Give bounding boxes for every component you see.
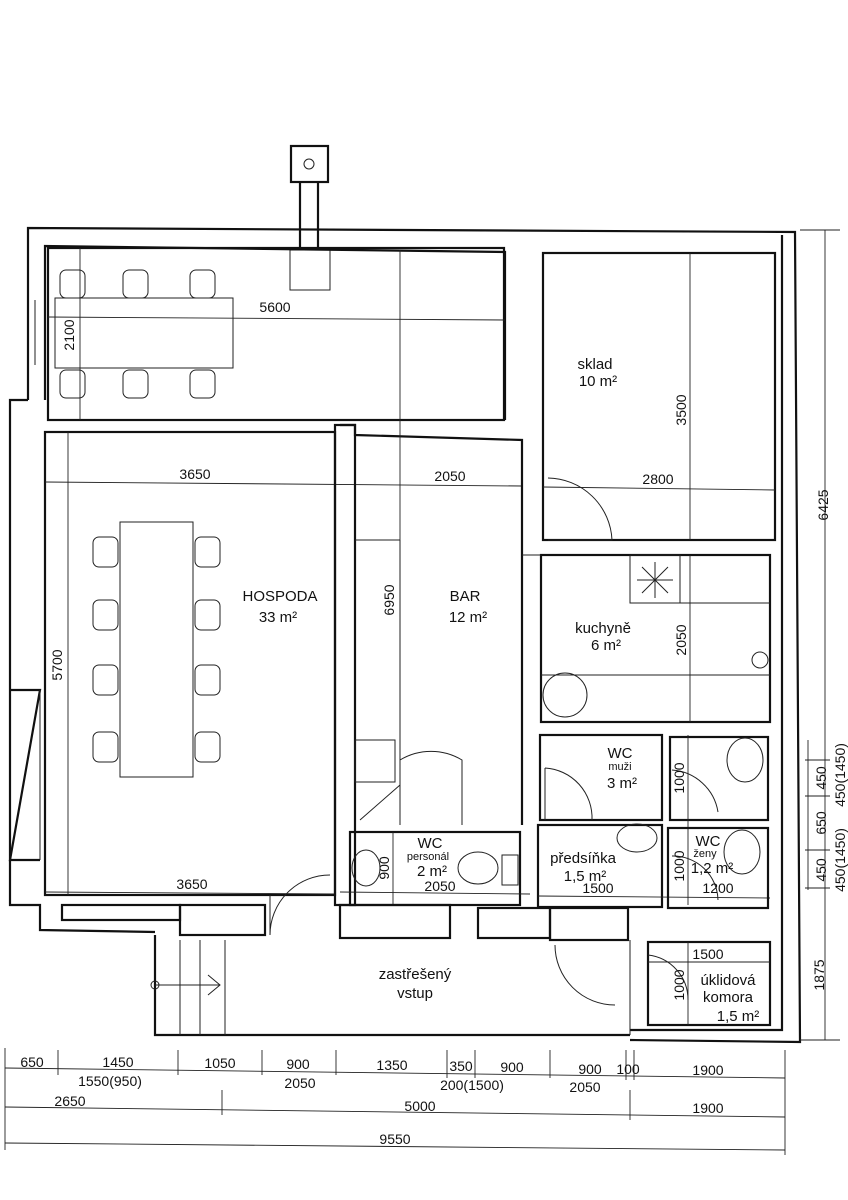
dim-b2-0: 2650 bbox=[54, 1093, 85, 1109]
room-sklad: 3500 2800 sklad 10 m² bbox=[541, 251, 777, 542]
room-bar: 6950 2050 BAR 12 m² bbox=[333, 250, 524, 907]
chimney bbox=[289, 144, 331, 291]
dim-b1b-3: 2050 bbox=[569, 1079, 600, 1095]
dim-b1b-0: 1550(950) bbox=[78, 1073, 142, 1089]
dim-wc-zeny-h: 1000 bbox=[671, 850, 687, 881]
dim-kuchyne-h: 2050 bbox=[673, 624, 689, 655]
dim-b1-4: 1350 bbox=[376, 1057, 407, 1073]
stove bbox=[629, 554, 681, 604]
dim-right-win1: 450 bbox=[813, 766, 829, 790]
hospoda-table bbox=[119, 521, 194, 778]
wc-personal-area: 2 m² bbox=[417, 863, 447, 880]
dining-table bbox=[54, 297, 234, 369]
dim-bar-h: 6950 bbox=[381, 584, 397, 615]
dim-hospoda-h: 5700 bbox=[49, 649, 65, 680]
uklidova-area: 1,5 m² bbox=[717, 1008, 760, 1025]
bar-name: BAR bbox=[450, 588, 481, 605]
dim-b1b-2: 200(1500) bbox=[440, 1077, 504, 1093]
vstup-name: zastřešený bbox=[379, 966, 452, 983]
dim-b1-7: 900 bbox=[578, 1061, 602, 1077]
dim-wc-muzi-h: 1000 bbox=[671, 762, 687, 793]
wc-muzi-name: WC bbox=[608, 745, 633, 762]
sklad-name: sklad bbox=[577, 356, 612, 373]
room-hospoda: HOSPODA 33 m² 3650 3650 5700 bbox=[43, 430, 523, 937]
dim-wc-personal-h: 900 bbox=[376, 856, 392, 880]
dim-right-mid: 650 bbox=[813, 811, 829, 835]
room-wc-zeny: 1000 1200 WC ženy 1,2 m² bbox=[666, 826, 770, 910]
dim-b1-1: 1450 bbox=[102, 1054, 133, 1070]
chairs bbox=[59, 269, 216, 399]
wc-personal-name: WC bbox=[418, 835, 443, 852]
dim-top-room-h: 2100 bbox=[61, 319, 77, 350]
kuchyne-area: 6 m² bbox=[591, 637, 621, 654]
dim-b1b-1: 2050 bbox=[284, 1075, 315, 1091]
top-dining-room: 5600 2100 bbox=[46, 246, 506, 422]
dim-right-alt2: 450(1450) bbox=[832, 828, 848, 892]
dim-bar-w: 2050 bbox=[434, 468, 465, 484]
dim-sklad-w: 2800 bbox=[642, 471, 673, 487]
room-kuchyne: 2050 kuchyně 6 m² bbox=[522, 553, 772, 724]
dim-b1-3: 900 bbox=[286, 1056, 310, 1072]
sklad-area: 10 m² bbox=[579, 373, 617, 390]
dim-b1-8: 100 bbox=[616, 1061, 640, 1077]
predsinka-name: předsíňka bbox=[550, 850, 617, 867]
wc-muzi-area: 3 m² bbox=[607, 775, 637, 792]
wc-zeny-area: 1,2 m² bbox=[691, 860, 734, 877]
dim-b2-1: 5000 bbox=[404, 1098, 435, 1114]
room-uklidova: 1500 1000 úklidová komora 1,5 m² bbox=[646, 940, 772, 1027]
room-wc-personal: 900 2050 WC personál 2 m² bbox=[338, 830, 552, 940]
dim-b1-2: 1050 bbox=[204, 1055, 235, 1071]
wc-personal-sub: personál bbox=[407, 851, 449, 863]
dim-wc-personal-w: 2050 bbox=[424, 878, 455, 894]
room-predsinka: 1500 předsíňka 1,5 m² bbox=[536, 823, 771, 909]
kuchyne-name: kuchyně bbox=[575, 620, 631, 637]
dim-right-win2: 450 bbox=[813, 858, 829, 882]
dim-uklid-w: 1500 bbox=[692, 946, 723, 962]
wc-zeny-sub: ženy bbox=[693, 848, 717, 860]
dim-b1-9: 1900 bbox=[692, 1062, 723, 1078]
dim-sklad-h: 3500 bbox=[673, 394, 689, 425]
covered-entry: zastřešený vstup bbox=[150, 906, 630, 1035]
dim-b2-2: 1900 bbox=[692, 1100, 723, 1116]
dim-wc-zeny-w: 1200 bbox=[702, 880, 733, 896]
dim-b1-0: 650 bbox=[20, 1054, 44, 1070]
dim-b3: 9550 bbox=[379, 1131, 410, 1147]
dim-predsinka-w: 1500 bbox=[582, 880, 613, 896]
wc-muzi-sub: muži bbox=[608, 761, 631, 773]
dim-hospoda-w-top: 3650 bbox=[179, 466, 210, 482]
uklidova-name2: komora bbox=[703, 989, 754, 1006]
dim-b1-6: 900 bbox=[500, 1059, 524, 1075]
dim-right-total: 6425 bbox=[815, 489, 831, 520]
sink bbox=[542, 672, 588, 718]
dim-right-entry: 1875 bbox=[811, 959, 827, 990]
bottom-dimensions: 650 1450 1050 900 1350 350 900 900 100 1… bbox=[4, 1048, 786, 1155]
hospoda-name: HOSPODA bbox=[242, 588, 317, 605]
dim-top-room-w: 5600 bbox=[259, 299, 290, 315]
dim-right-alt1: 450(1450) bbox=[832, 743, 848, 807]
dim-hospoda-w-bottom: 3650 bbox=[176, 876, 207, 892]
vstup-name2: vstup bbox=[397, 985, 433, 1002]
hospoda-chairs bbox=[92, 536, 221, 763]
right-dimensions: 6425 1875 450 650 450 450(1450) 450(1450… bbox=[800, 229, 848, 1041]
uklidova-name: úklidová bbox=[700, 972, 756, 989]
predsinka-area: 1,5 m² bbox=[564, 868, 607, 885]
wc-zeny-name: WC bbox=[696, 833, 721, 850]
dim-uklid-h: 1000 bbox=[671, 969, 687, 1000]
outer-walls bbox=[8, 226, 802, 1044]
hospoda-area: 33 m² bbox=[259, 609, 297, 626]
bar-area: 12 m² bbox=[449, 609, 487, 626]
room-wc-muzi: 1000 WC muži 3 m² bbox=[538, 733, 770, 905]
dim-b1-5: 350 bbox=[449, 1058, 473, 1074]
